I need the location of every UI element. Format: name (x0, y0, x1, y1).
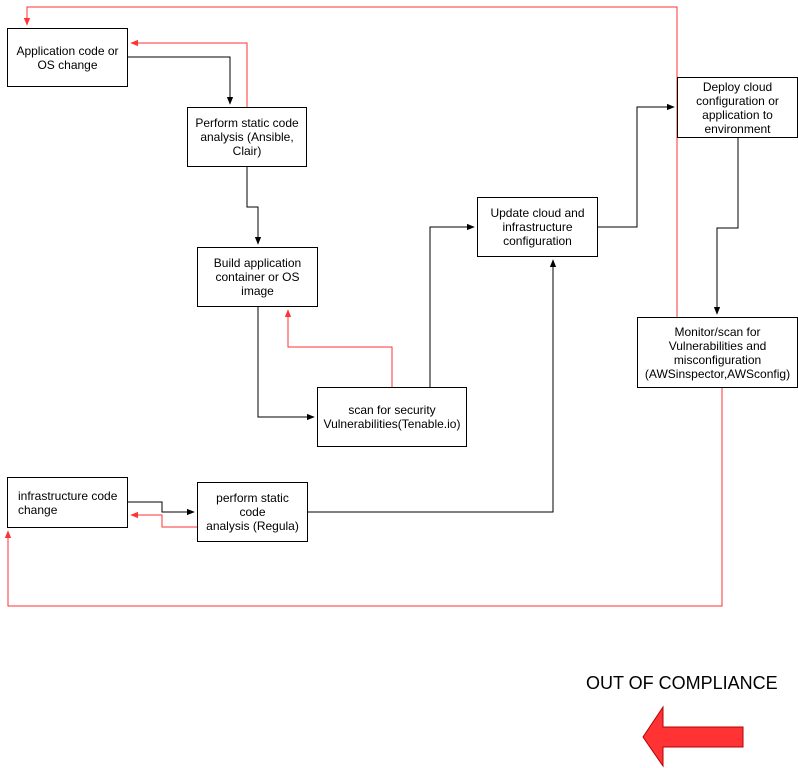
out-of-compliance-arrow (642, 705, 744, 768)
node-application-code-change: Application code or OS change (7, 28, 128, 87)
node-label: Deploy cloud configuration or applicatio… (696, 79, 779, 136)
node-label: scan for security Vulnerabilities(Tenabl… (323, 403, 461, 431)
node-deploy: Deploy cloud configuration or applicatio… (677, 77, 798, 138)
node-label: Update cloud and infrastructure configur… (490, 206, 585, 248)
node-build-image: Build application container or OS image (197, 247, 318, 307)
feedback-analysis-to-app (130, 39, 248, 107)
arrow-scan-to-update (429, 223, 475, 387)
arrow-infra-to-analysis (128, 501, 195, 516)
arrow-analysis2-to-update (308, 259, 557, 513)
node-label: Perform static code analysis (Ansible, C… (195, 116, 299, 158)
feedback-analysis2-to-infra (130, 511, 197, 528)
node-label: Build application container or OS image (213, 256, 302, 298)
node-label: perform static code analysis (Regula) (206, 491, 299, 533)
arrow-analysis-to-build (246, 167, 262, 245)
arrow-update-to-deploy (598, 103, 675, 228)
arrow-deploy-to-monitor (713, 138, 739, 315)
node-label: Application code or OS change (16, 43, 119, 72)
node-scan-security: scan for security Vulnerabilities(Tenabl… (317, 387, 467, 447)
out-of-compliance-label: OUT OF COMPLIANCE (586, 673, 778, 693)
arrow-build-to-scan (257, 307, 315, 421)
node-static-code-analysis-regula: perform static code analysis (Regula) (197, 482, 308, 542)
feedback-monitor-to-infra-bottom (4, 388, 723, 607)
arrow-app-to-analysis (128, 56, 234, 105)
feedback-monitor-to-app-top (23, 6, 678, 317)
feedback-scan-to-build (284, 309, 393, 387)
node-label: infrastructure code change (18, 488, 118, 517)
node-infrastructure-code-change: infrastructure code change (7, 477, 128, 528)
node-static-code-analysis-ansible: Perform static code analysis (Ansible, C… (187, 107, 307, 167)
node-label: Monitor/scan for Vulnerabilities and mis… (644, 324, 791, 381)
node-update-cloud-config: Update cloud and infrastructure configur… (477, 197, 598, 257)
node-monitor-scan: Monitor/scan for Vulnerabilities and mis… (637, 317, 798, 388)
